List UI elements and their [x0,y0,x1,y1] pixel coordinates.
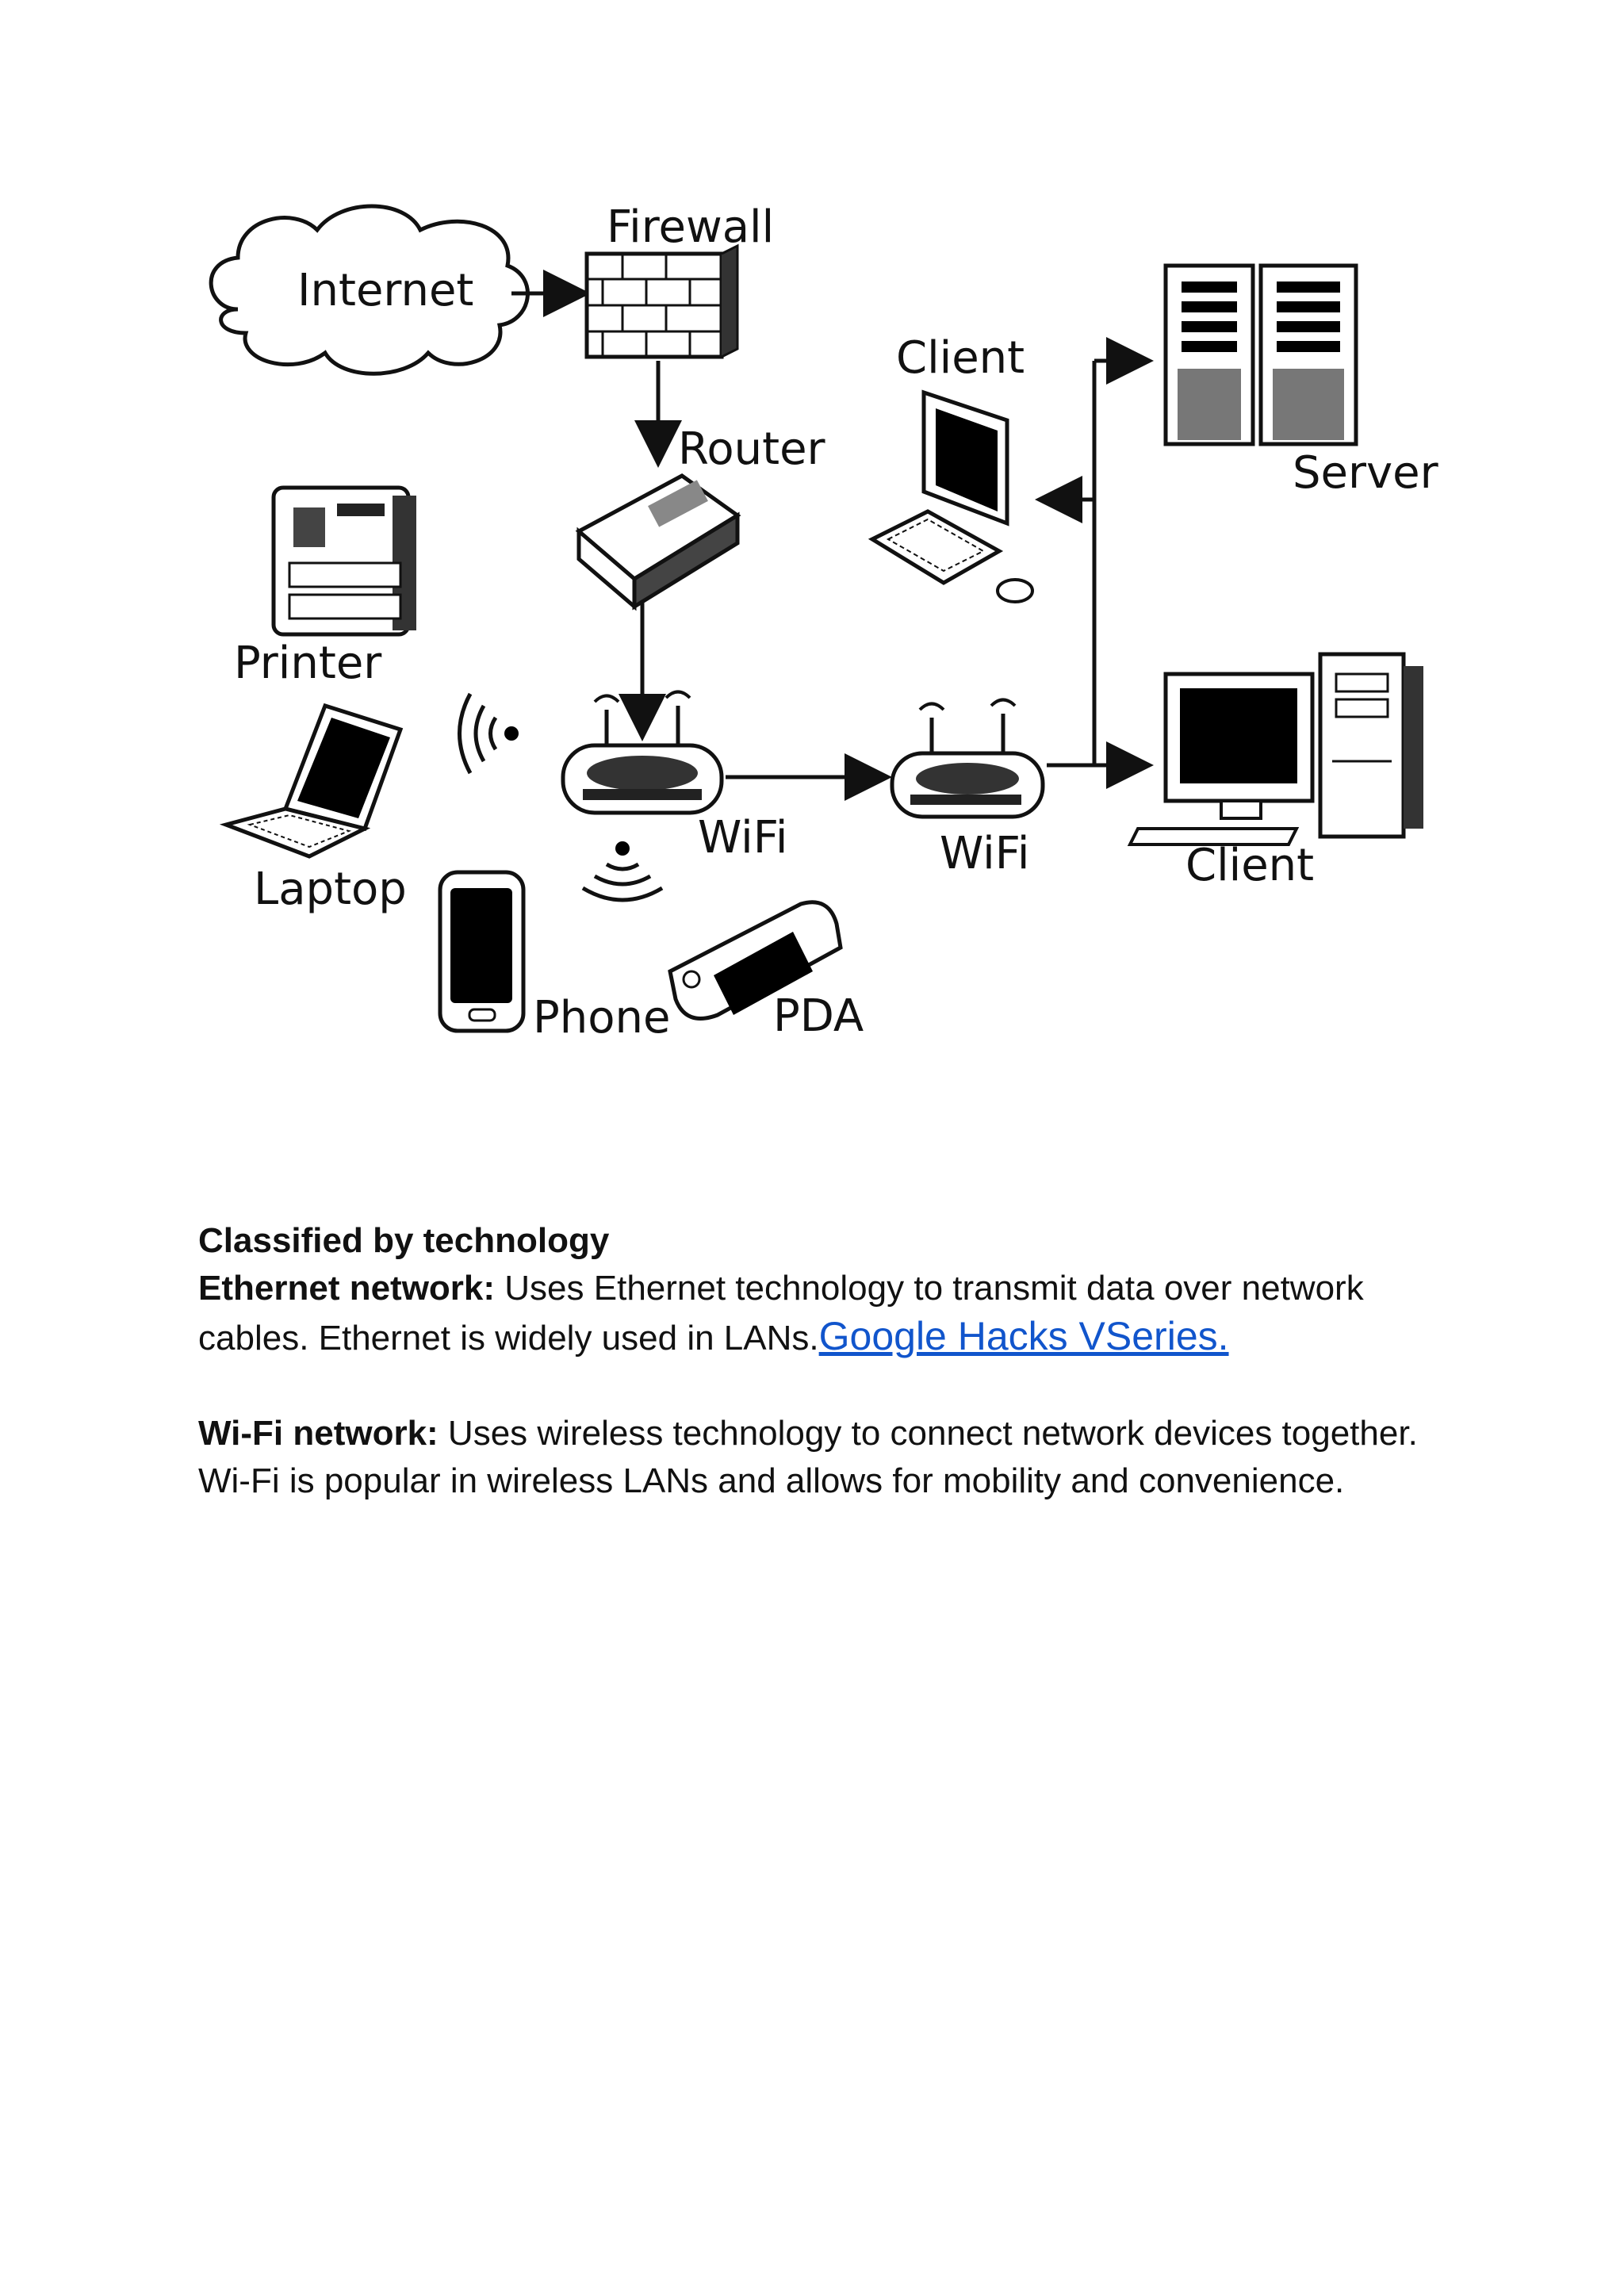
client-top-label: Client [896,332,1025,384]
pda-label: PDA [773,990,864,1042]
paragraph-spacer [198,1362,1435,1410]
wifi-term: Wi-Fi network: [198,1414,439,1453]
laptop-label: Laptop [254,864,407,915]
wifi-access-point-right-icon [890,698,1045,819]
wifi-left-label: WiFi [698,812,787,864]
phone-label: Phone [533,992,670,1044]
wireless-signal-down-icon [581,841,664,902]
client-bottom-computer-icon [1127,652,1423,846]
wireless-signal-icon [458,692,519,775]
network-diagram: Internet Firewall [190,190,1443,1063]
client-top-computer-icon [868,389,1034,603]
wifi-right-label: WiFi [940,828,1029,879]
wifi-text: Uses wireless technology to connect netw… [198,1414,1418,1500]
ethernet-text: Uses Ethernet technology to transmit dat… [198,1269,1364,1358]
wifi-paragraph: Wi-Fi network: Uses wireless technology … [198,1410,1435,1505]
router-label: Router [678,423,826,475]
firewall-label: Firewall [607,201,774,253]
ethernet-paragraph: Ethernet network: Uses Ethernet technolo… [198,1265,1435,1362]
server-label: Server [1293,447,1439,499]
internet-label: Internet [297,265,473,316]
wifi-access-point-left-icon [561,690,724,815]
router-icon [575,473,741,611]
ethernet-term: Ethernet network: [198,1269,496,1308]
document-body: Classified by technology Ethernet networ… [198,1217,1435,1505]
printer-label: Printer [234,638,382,689]
phone-icon [438,870,526,1033]
laptop-icon [219,703,404,859]
client-bottom-label: Client [1185,840,1314,891]
internet-cloud-icon [209,204,530,376]
server-icon [1163,263,1358,446]
section-heading: Classified by technology [198,1221,610,1260]
pda-icon [668,900,843,1021]
firewall-icon [584,243,739,359]
printer-icon [271,485,416,637]
google-hacks-link[interactable]: Google Hacks VSeries. [818,1314,1229,1358]
